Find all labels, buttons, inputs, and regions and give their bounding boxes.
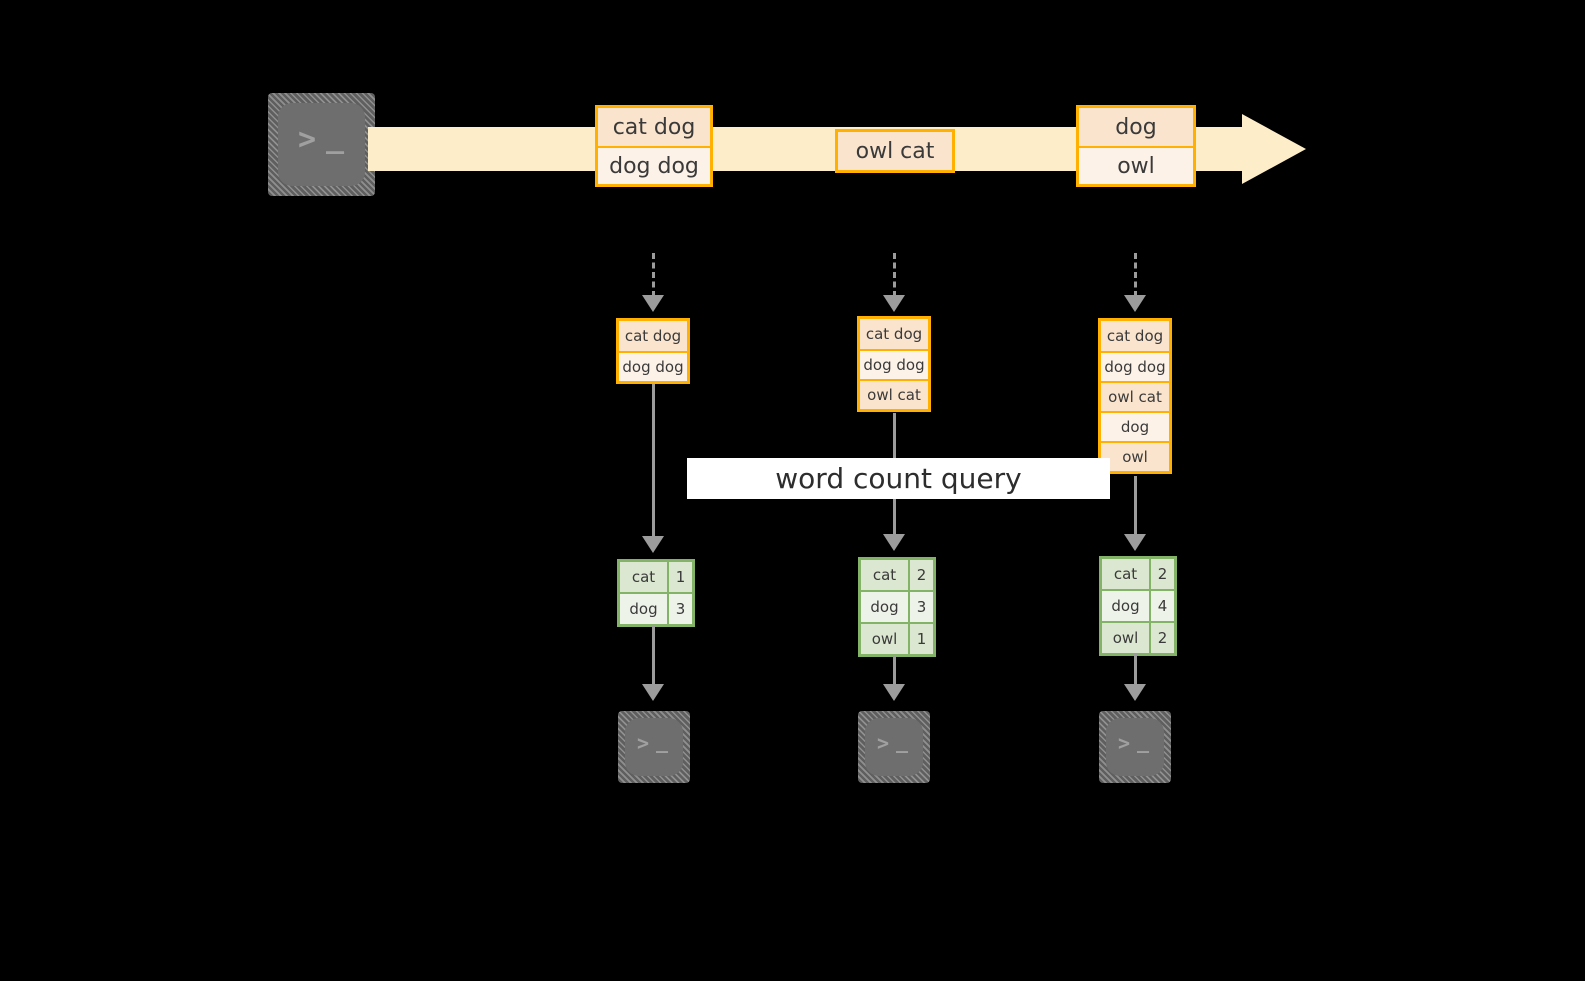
stream-event-3[interactable]: dog owl — [1076, 105, 1196, 187]
result-count: 3 — [908, 592, 933, 622]
stream-event-2[interactable]: owl cat — [835, 129, 955, 173]
snapshot-2-events[interactable]: cat dog dog dog owl cat — [857, 316, 931, 412]
snapshot-2-query-arrowhead-icon — [883, 534, 905, 551]
terminal-prompt-icon: > — [637, 731, 650, 755]
terminal-cursor-icon: _ — [656, 729, 669, 753]
snapshot-event-row: owl — [1101, 441, 1169, 471]
stream-event-line: dog dog — [598, 146, 710, 184]
terminal-body — [1106, 718, 1164, 776]
result-word: cat — [620, 562, 667, 592]
snapshot-event-row: owl cat — [860, 379, 928, 409]
result-count: 2 — [1149, 623, 1174, 653]
source-terminal-icon: > _ — [268, 93, 375, 196]
snapshot-event-row: dog dog — [860, 349, 928, 379]
stream-event-line: owl — [1079, 146, 1193, 184]
result-count: 2 — [1149, 559, 1174, 589]
snapshot-event-row: dog dog — [1101, 351, 1169, 381]
result-word: dog — [861, 592, 908, 622]
result-word: owl — [861, 624, 908, 654]
snapshot-3-intake-line — [1134, 253, 1137, 297]
terminal-cursor-icon: _ — [326, 120, 345, 155]
query-label-band: word count query — [687, 458, 1110, 499]
terminal-prompt-icon: > — [1118, 731, 1131, 755]
result-word: cat — [861, 560, 908, 590]
result-count: 1 — [667, 562, 692, 592]
snapshot-1-query-line — [652, 384, 655, 539]
stream-arrowhead-icon — [1242, 114, 1306, 184]
snapshot-3-query-line — [1134, 476, 1137, 537]
snapshot-3-intake-arrowhead-icon — [1124, 295, 1146, 312]
snapshot-event-row: cat dog — [860, 319, 928, 349]
snapshot-1-intake-line — [652, 253, 655, 297]
snapshot-event-row: dog — [1101, 411, 1169, 441]
table-row: dog 4 — [1102, 589, 1174, 621]
snapshot-1-sink-terminal-icon: > _ — [618, 711, 690, 783]
terminal-prompt-icon: > — [298, 122, 317, 157]
result-count: 2 — [908, 560, 933, 590]
table-row: cat 2 — [1102, 559, 1174, 589]
snapshot-2-intake-line — [893, 253, 896, 297]
result-word: dog — [620, 594, 667, 624]
result-count: 4 — [1149, 591, 1174, 621]
result-count: 3 — [667, 594, 692, 624]
terminal-body — [625, 718, 683, 776]
snapshot-1-sink-arrowhead-icon — [642, 684, 664, 701]
table-row: owl 2 — [1102, 621, 1174, 653]
snapshot-1-events[interactable]: cat dog dog dog — [616, 318, 690, 384]
snapshot-3-sink-line — [1134, 654, 1137, 687]
table-row: owl 1 — [861, 622, 933, 654]
result-count: 1 — [908, 624, 933, 654]
query-label-text: word count query — [775, 462, 1022, 495]
snapshot-3-sink-terminal-icon: > _ — [1099, 711, 1171, 783]
terminal-prompt-icon: > — [877, 731, 890, 755]
table-row: dog 3 — [620, 592, 692, 624]
snapshot-1-result-table[interactable]: cat 1 dog 3 — [617, 559, 695, 627]
stream-event-line: dog — [1079, 108, 1193, 146]
table-row: cat 1 — [620, 562, 692, 592]
snapshot-event-row: cat dog — [1101, 321, 1169, 351]
snapshot-event-row: owl cat — [1101, 381, 1169, 411]
stream-event-line: cat dog — [598, 108, 710, 146]
table-row: cat 2 — [861, 560, 933, 590]
snapshot-event-row: dog dog — [619, 351, 687, 381]
snapshot-event-row: cat dog — [619, 321, 687, 351]
terminal-body — [278, 103, 365, 186]
snapshot-3-result-table[interactable]: cat 2 dog 4 owl 2 — [1099, 556, 1177, 656]
stream-event-1[interactable]: cat dog dog dog — [595, 105, 713, 187]
table-row: dog 3 — [861, 590, 933, 622]
snapshot-1-query-arrowhead-icon — [642, 536, 664, 553]
result-word: cat — [1102, 559, 1149, 589]
snapshot-2-sink-line — [893, 655, 896, 687]
terminal-body — [865, 718, 923, 776]
snapshot-2-sink-terminal-icon: > _ — [858, 711, 930, 783]
snapshot-3-query-arrowhead-icon — [1124, 534, 1146, 551]
terminal-cursor-icon: _ — [896, 729, 909, 753]
snapshot-1-intake-arrowhead-icon — [642, 295, 664, 312]
snapshot-3-events[interactable]: cat dog dog dog owl cat dog owl — [1098, 318, 1172, 474]
stream-event-line: owl cat — [838, 132, 952, 170]
snapshot-3-sink-arrowhead-icon — [1124, 684, 1146, 701]
snapshot-2-intake-arrowhead-icon — [883, 295, 905, 312]
terminal-cursor-icon: _ — [1137, 729, 1150, 753]
result-word: owl — [1102, 623, 1149, 653]
snapshot-2-result-table[interactable]: cat 2 dog 3 owl 1 — [858, 557, 936, 657]
snapshot-2-sink-arrowhead-icon — [883, 684, 905, 701]
snapshot-1-sink-line — [652, 625, 655, 687]
result-word: dog — [1102, 591, 1149, 621]
